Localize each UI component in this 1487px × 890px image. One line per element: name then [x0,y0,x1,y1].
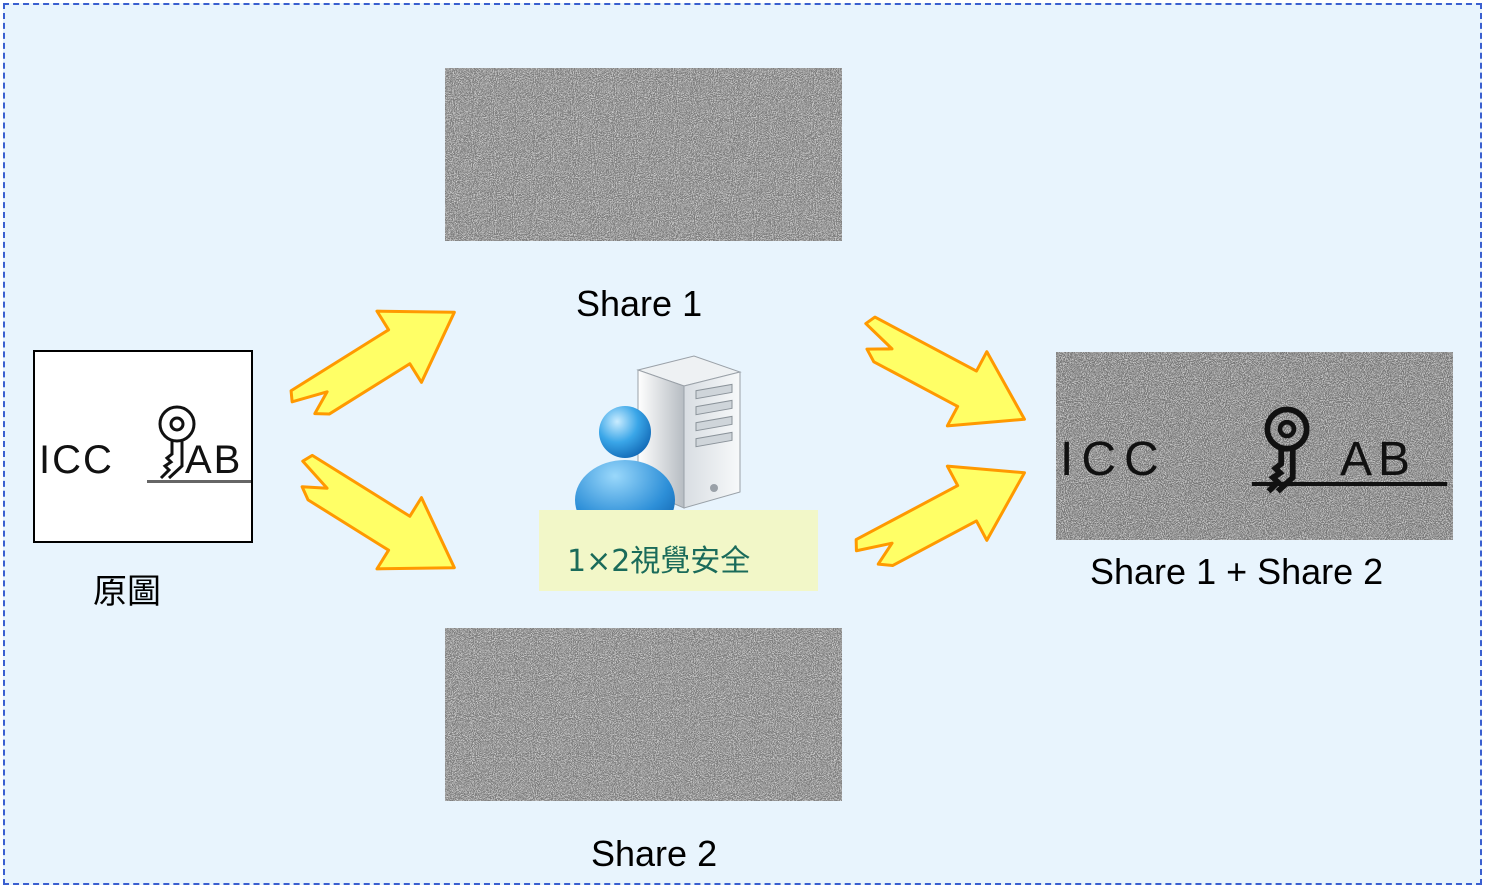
combined-revealed-logo: ICC AB [1056,352,1453,540]
arrow-share1-to-combined [864,315,1026,428]
combined-caption: Share 1 + Share 2 [1090,551,1384,592]
share2-caption: Share 2 [591,833,718,874]
user-icon [575,406,675,510]
arrow-original-to-share1 [289,309,456,416]
combined-logo-underline [1252,482,1447,486]
share1-caption: Share 1 [576,283,703,324]
combined-logo-right: AB [1340,433,1417,486]
key-icon [158,405,196,480]
original-image: ICC AB [33,350,253,543]
logo-underline [147,480,251,483]
vss-label-box: 1×2視覺安全 [539,510,818,591]
original-caption: 原圖 [93,572,161,612]
combined-image [1056,352,1453,540]
share2-image [445,628,842,801]
share1-image [445,68,842,241]
original-logo-right: AB [185,438,243,482]
arrow-share2-to-combined [854,464,1026,568]
original-logo-left: ICC [39,438,114,482]
vss-label: 1×2視覺安全 [567,544,751,579]
arrow-original-to-share2 [300,453,456,571]
combined-logo-left: ICC [1060,433,1167,486]
